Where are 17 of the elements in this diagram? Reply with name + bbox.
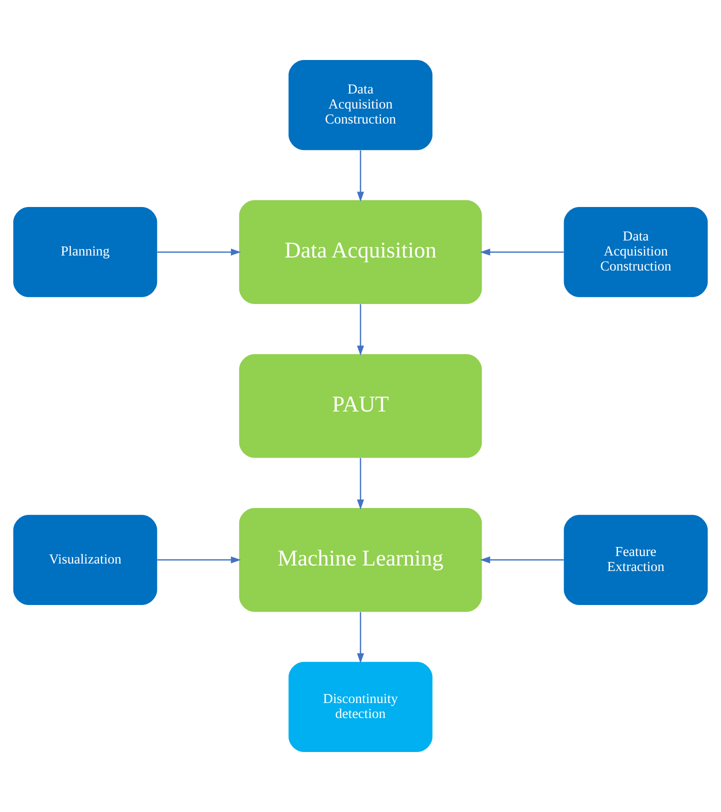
node-box: Visualization [13,514,158,605]
node-box: PAUT [239,354,482,458]
arrow [480,556,564,564]
node-box: Data Acquisition Construction [564,207,708,298]
node-box: Discontinuity detection [288,662,432,752]
arrow [157,556,241,564]
arrow [480,248,564,256]
node-box: Data Acquisition Construction [288,60,432,150]
arrow [356,458,364,510]
arrow [157,248,241,256]
node-box: Data Acquisition [239,200,482,304]
node-box: Feature Extraction [564,514,708,605]
node-box: Machine Learning [239,508,482,612]
arrow [356,304,364,356]
arrow [356,150,364,202]
arrow [356,612,364,664]
node-box: Planning [13,207,158,298]
